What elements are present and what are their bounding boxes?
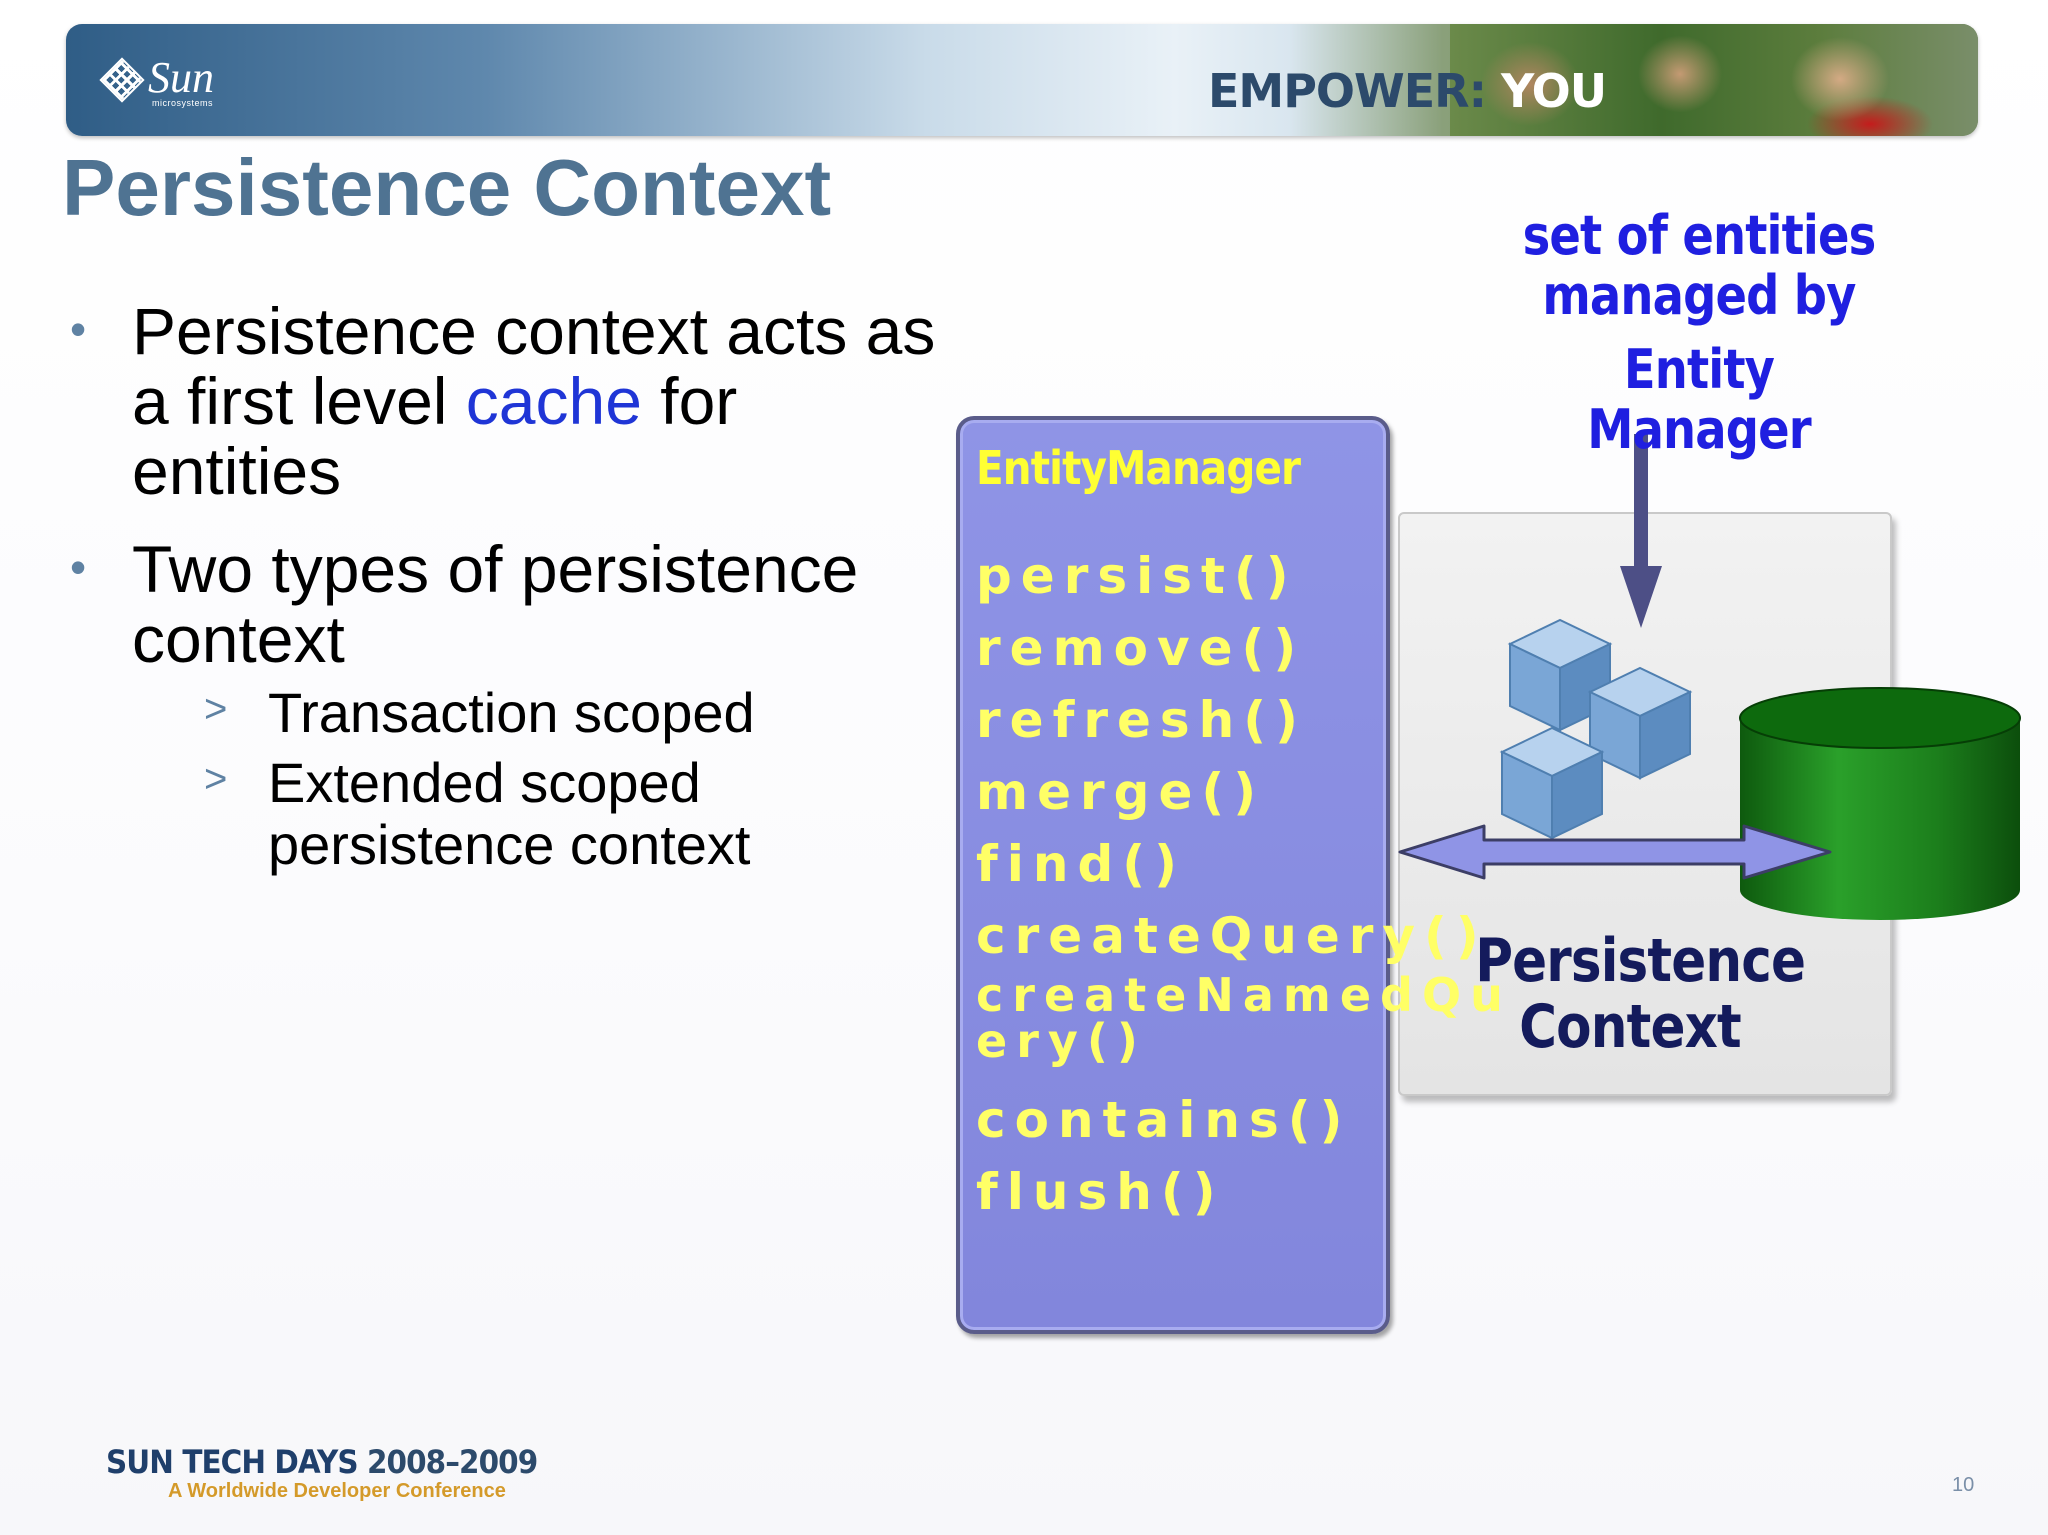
persistence-context-label: Persistence Context xyxy=(1475,926,1806,1062)
down-arrow-icon xyxy=(1620,434,1662,628)
sun-logo-sub: microsystems xyxy=(152,98,214,108)
bullet-text: Persistence context acts as a first leve… xyxy=(132,294,936,438)
bullet-text: for entities xyxy=(132,364,738,508)
sun-logo: Sun microsystems xyxy=(99,53,226,110)
context-label-line: Context xyxy=(1519,992,1742,1062)
page-number: 10 xyxy=(1952,1474,1975,1496)
footer-event-name: SUN TECH DAYS xyxy=(106,1443,359,1481)
banner-tagline: EMPOWER: YOU xyxy=(1208,64,1607,118)
bullet-item: Two types of persistence context Transac… xyxy=(68,532,948,876)
tagline-prefix: EMPOWER: xyxy=(1208,64,1487,118)
slide-title: Persistence Context xyxy=(62,143,832,232)
footer-event: SUN TECH DAYS 2008–2009 xyxy=(106,1443,538,1481)
managed-entities-callout: set of entities managed by Entity Manage… xyxy=(1506,206,1893,460)
method-item: find() xyxy=(976,835,1186,893)
sub-bullet-item: Transaction scoped xyxy=(132,678,948,744)
callout-line: managed by xyxy=(1542,264,1856,327)
method-item: refresh() xyxy=(976,691,1307,749)
bullet-item: Persistence context acts as a first leve… xyxy=(68,294,948,508)
footer-subtitle: A Worldwide Developer Conference xyxy=(168,1480,506,1502)
method-item: contains() xyxy=(976,1091,1352,1149)
callout-line: Entity Manager xyxy=(1587,338,1811,461)
method-item: createNamedQuery() xyxy=(976,968,1512,1068)
method-item: createQuery() xyxy=(976,907,1488,965)
callout-line: set of entities xyxy=(1522,204,1877,267)
context-label-line: Persistence xyxy=(1475,926,1806,996)
method-item: flush() xyxy=(976,1163,1225,1221)
method-item: merge() xyxy=(976,763,1266,821)
entity-manager-panel xyxy=(956,416,1390,1334)
bullet-highlight: cache xyxy=(465,364,642,438)
footer-logo: SUN TECH DAYS 2008–2009 A Worldwide Deve… xyxy=(106,1444,575,1502)
method-list: persist() remove() refresh() merge() fin… xyxy=(976,540,1536,1228)
entity-manager-title: EntityManager xyxy=(976,441,1301,495)
method-item: remove() xyxy=(976,619,1306,677)
bullet-text: Two types of persistence context xyxy=(132,532,859,676)
bullet-list: Persistence context acts as a first leve… xyxy=(68,294,948,904)
entity-cubes-icon xyxy=(1499,618,1693,840)
database-icon xyxy=(1739,687,2021,920)
sub-bullet-item: Extended scoped persistence context xyxy=(132,748,948,876)
tagline-suffix: YOU xyxy=(1501,64,1607,118)
sun-logo-word: Sun xyxy=(148,53,214,102)
footer-years: 2008–2009 xyxy=(366,1443,538,1481)
method-item: persist() xyxy=(976,547,1298,605)
header-banner: Sun microsystems EMPOWER: YOU xyxy=(66,24,1978,136)
double-arrow-icon xyxy=(1398,824,1832,880)
banner-photo xyxy=(1450,24,1978,136)
